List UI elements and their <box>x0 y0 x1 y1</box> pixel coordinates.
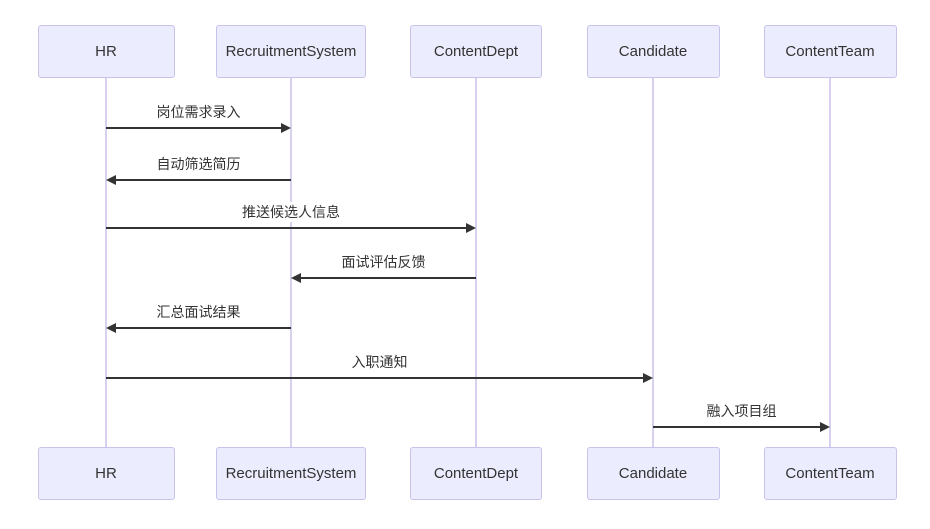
actor-box-bottom-ContentTeam: ContentTeam <box>763 447 897 500</box>
message-line-2 <box>116 179 291 181</box>
message-line-7 <box>653 426 820 428</box>
message-label-2: 自动筛选简历 <box>154 154 243 174</box>
actor-label: ContentDept <box>433 43 519 60</box>
actor-box-top-ContentTeam: ContentTeam <box>763 25 897 78</box>
actor-box-bottom-HR: HR <box>37 447 175 500</box>
arrowhead-left-icon <box>106 175 116 185</box>
message-line-1 <box>106 127 281 129</box>
actor-box-top-Candidate: Candidate <box>586 25 720 78</box>
actor-label: Candidate <box>618 465 688 482</box>
message-label-1: 岗位需求录入 <box>154 102 243 122</box>
message-label-4: 面试评估反馈 <box>339 252 428 272</box>
message-line-3 <box>106 227 466 229</box>
actor-box-bottom-RecruitmentSystem: RecruitmentSystem <box>216 447 366 500</box>
actor-label: RecruitmentSystem <box>225 465 357 482</box>
actor-label: HR <box>95 465 117 482</box>
arrowhead-right-icon <box>820 422 830 432</box>
message-line-5 <box>116 327 291 329</box>
actor-box-top-HR: HR <box>37 25 175 78</box>
actor-box-bottom-ContentDept: ContentDept <box>410 447 542 500</box>
lifeline-Candidate <box>652 78 654 447</box>
message-label-6: 入职通知 <box>349 352 410 372</box>
actor-label: ContentDept <box>433 465 519 482</box>
actor-label: HR <box>95 43 117 60</box>
arrowhead-right-icon <box>281 123 291 133</box>
message-label-7: 融入项目组 <box>704 401 779 421</box>
lifeline-RecruitmentSystem <box>290 78 292 447</box>
arrowhead-left-icon <box>291 273 301 283</box>
message-line-4 <box>301 277 476 279</box>
lifeline-ContentTeam <box>829 78 831 447</box>
arrowhead-left-icon <box>106 323 116 333</box>
actor-label: RecruitmentSystem <box>225 43 357 60</box>
actor-box-top-RecruitmentSystem: RecruitmentSystem <box>216 25 366 78</box>
actor-box-top-ContentDept: ContentDept <box>410 25 542 78</box>
actor-box-bottom-Candidate: Candidate <box>586 447 720 500</box>
arrowhead-right-icon <box>643 373 653 383</box>
message-label-5: 汇总面试结果 <box>154 302 243 322</box>
lifeline-ContentDept <box>475 78 477 447</box>
message-line-6 <box>106 377 643 379</box>
message-label-3: 推送候选人信息 <box>240 202 342 222</box>
actor-label: ContentTeam <box>785 43 875 60</box>
arrowhead-right-icon <box>466 223 476 233</box>
lifeline-HR <box>105 78 107 447</box>
actor-label: ContentTeam <box>785 465 875 482</box>
actor-label: Candidate <box>618 43 688 60</box>
